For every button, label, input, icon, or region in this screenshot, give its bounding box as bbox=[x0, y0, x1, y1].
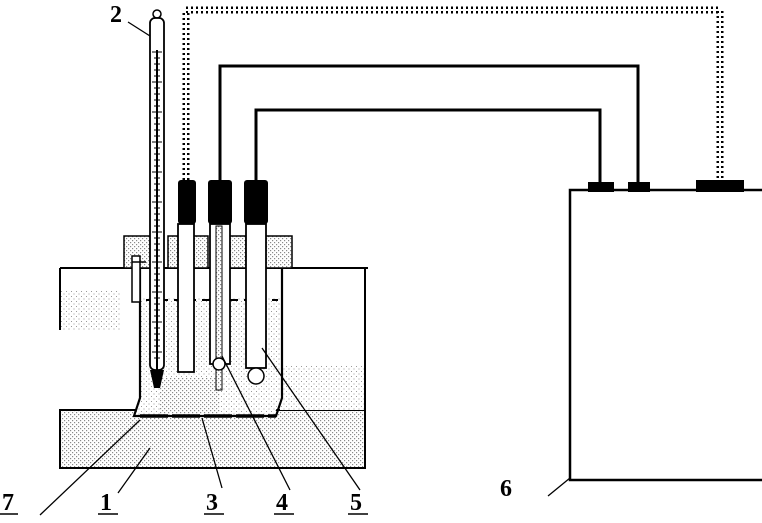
thermometer-scale bbox=[152, 51, 162, 359]
label-7: 7 bbox=[2, 490, 14, 516]
side-tube bbox=[131, 255, 146, 303]
label-5: 5 bbox=[350, 490, 362, 516]
electrode-middle bbox=[208, 180, 232, 391]
label-6: 6 bbox=[500, 476, 512, 502]
label-1: 1 bbox=[100, 490, 112, 516]
outer-bath bbox=[59, 267, 368, 469]
electrode-right bbox=[244, 180, 268, 385]
label-4: 4 bbox=[276, 490, 288, 516]
thermometer bbox=[149, 9, 165, 388]
electrode-left bbox=[177, 180, 196, 373]
callout-labels: 2 7 1 3 4 5 6 bbox=[0, 2, 512, 516]
leader-lines bbox=[39, 21, 571, 516]
measuring-instrument bbox=[568, 180, 762, 482]
label-3: 3 bbox=[206, 490, 218, 516]
label-2: 2 bbox=[110, 2, 122, 28]
wires bbox=[182, 6, 724, 182]
inner-cell-vessel bbox=[132, 268, 284, 418]
